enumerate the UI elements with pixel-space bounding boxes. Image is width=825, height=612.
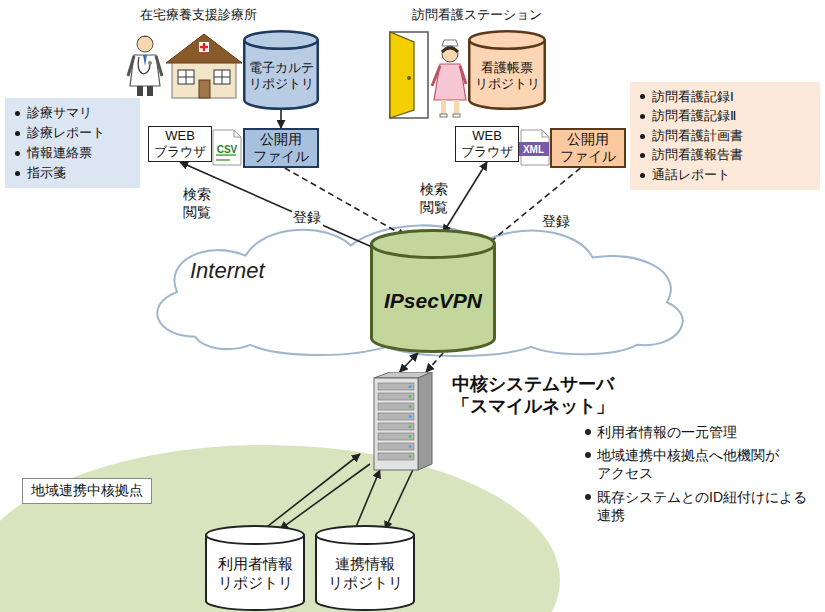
item-text: 訪問看護記録Ⅰ [652, 89, 734, 105]
arrow [265, 454, 360, 528]
item-text: 通話レポート [652, 167, 730, 183]
region-ellipse: 地域連携中核拠点利用者情報 リポジトリ連携情報 リポジトリ [0, 445, 560, 612]
site-heading: 訪問看護ステーション [412, 7, 542, 24]
list-item: 訪問看護記録Ⅱ [638, 107, 812, 127]
item-text: 訪問看護報告書 [652, 147, 743, 163]
node-text: WEB ブラウザ [460, 128, 514, 161]
node-text: 看護帳票 リポジトリ [471, 60, 543, 93]
browser-box: WEB ブラウザ [148, 126, 212, 162]
bullet-dot [15, 151, 20, 156]
file-type-tag: XML [518, 143, 549, 156]
document-list: 診療サマリ診療レポート情報連絡票指示箋 [5, 98, 140, 188]
node-text: 電子カルテ リポジトリ [246, 60, 316, 93]
public-file-box: 公開用 ファイル [243, 128, 319, 168]
edge-label: 登録 [541, 212, 572, 230]
edge-label: 検索 閲覧 [419, 180, 450, 216]
arrow [400, 353, 418, 372]
bullet-dot [15, 131, 20, 136]
list-item: 情報連絡票 [13, 143, 132, 163]
list-item: 訪問看護計画書 [638, 126, 812, 146]
feature-bullet: 利用者情報の一元管理 [597, 423, 819, 441]
arrow [280, 464, 370, 529]
dashed-arrow [285, 168, 405, 236]
bullet-dot [640, 114, 645, 119]
bullet-dot [640, 153, 645, 158]
item-text: 診療サマリ [27, 105, 92, 121]
clinic-house [166, 34, 242, 98]
list-item: 訪問看護記録Ⅰ [638, 87, 812, 107]
item-text: 訪問看護計画書 [652, 128, 743, 144]
repository-cylinder: 電子カルテ リポジトリ [243, 30, 319, 110]
bullet-dot [15, 171, 20, 176]
list-item: 診療レポート [13, 123, 132, 143]
server-icon [360, 372, 434, 472]
list-item: 通話レポート [638, 165, 812, 185]
repository-cylinder: 看護帳票 リポジトリ [468, 30, 546, 110]
item-text: 指示箋 [27, 165, 66, 181]
browser-box: WEB ブラウザ [455, 126, 519, 162]
node-text: 中核システムサーバ 「スマイルネット」 [452, 374, 630, 417]
node-text: WEB ブラウザ [153, 128, 207, 161]
node-text: 連携情報 リポジトリ [318, 555, 412, 593]
node-text: 公開用 ファイル [249, 131, 313, 166]
station-door [390, 32, 428, 118]
node-text: 公開用 ファイル [556, 131, 620, 166]
bullet-dot [640, 94, 645, 99]
item-text: 診療レポート [27, 125, 105, 141]
document-list: 訪問看護記録Ⅰ 訪問看護記録Ⅱ 訪問看護計画書訪問看護報告書通話レポート [630, 82, 820, 190]
csv-file-icon [213, 130, 241, 165]
public-file-box: 公開用 ファイル [550, 128, 626, 168]
list-item: 診療サマリ [13, 103, 132, 123]
arrow [280, 110, 282, 128]
bullet-dot [15, 111, 20, 116]
list-item: 指示箋 [13, 163, 132, 183]
arrow [355, 470, 380, 529]
dashed-arrow [483, 168, 580, 248]
bullet-dot [640, 173, 645, 178]
edge-label: 登録 [292, 208, 323, 226]
file-type-tag: CSV [213, 143, 241, 156]
bullet-dots [585, 429, 591, 500]
edge-label: 検索 閲覧 [182, 185, 213, 221]
list-item: 訪問看護報告書 [638, 146, 812, 166]
nurse-figure [432, 40, 466, 117]
arrow [385, 470, 413, 529]
xml-file-icon [518, 130, 549, 165]
node-text: Internet [190, 257, 265, 285]
node-text: 地域連携中核拠点 [22, 478, 152, 504]
repository-cylinder: 利用者情報 リポジトリ [205, 525, 305, 611]
feature-bullet: 既存システムとのID紐付けによる 連携 [597, 488, 819, 524]
dashed-arrow [426, 353, 443, 372]
node-text: IPsecVPN [384, 288, 482, 314]
internet-cloud: InternetIPsecVPN [135, 215, 707, 357]
node-text: 利用者情報 リポジトリ [208, 555, 302, 593]
item-text: 情報連絡票 [27, 145, 92, 161]
doctor-figure [128, 36, 162, 96]
repository-cylinder: 連携情報 リポジトリ [315, 525, 415, 611]
bullet-dot [640, 134, 645, 139]
vpn-cylinder: IPsecVPN [370, 229, 496, 353]
arrow [180, 162, 379, 250]
site-heading: 在宅療養支援診療所 [140, 7, 257, 24]
item-text: 訪問看護記録Ⅱ [652, 108, 736, 124]
feature-bullet: 地域連携中核拠点へ他機関が アクセス [597, 446, 819, 482]
